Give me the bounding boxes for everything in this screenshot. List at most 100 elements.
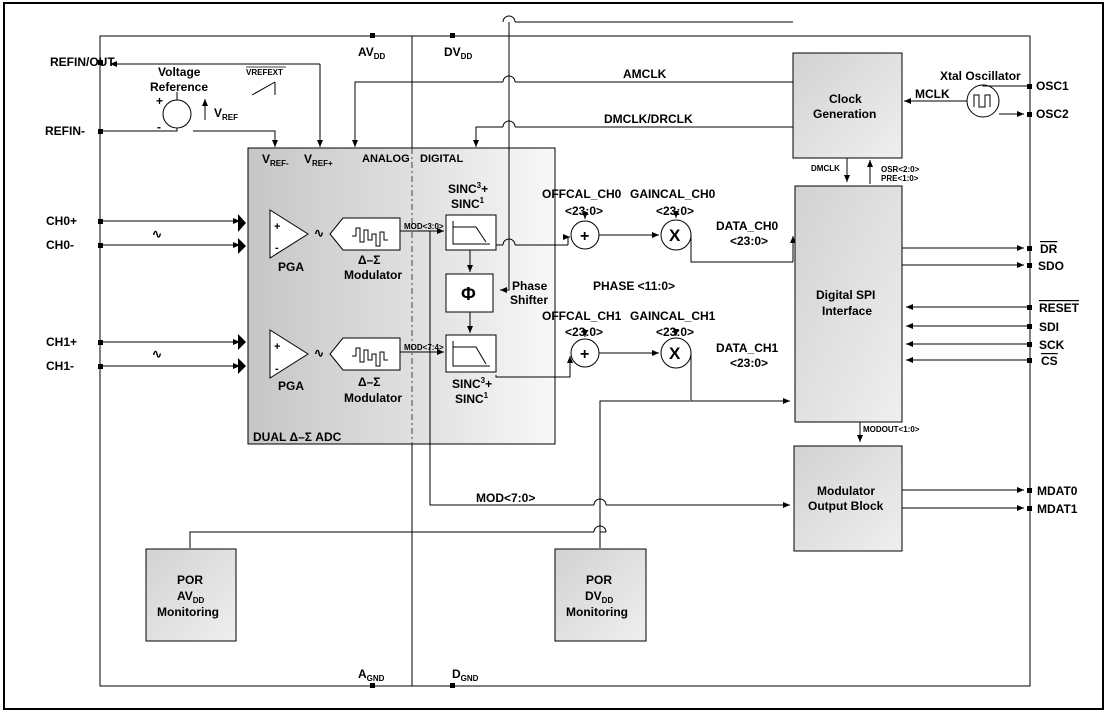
ch0-input-arrow-b — [238, 238, 246, 254]
ch0-pga[interactable] — [269, 209, 309, 259]
ch0-sinc-out-hop — [502, 238, 516, 246]
dvdd-label: DVDD — [444, 45, 472, 61]
ch1-data-wire — [690, 353, 790, 404]
vref-source-plus: + — [156, 94, 163, 108]
ch0-input-arrow-a — [238, 214, 246, 232]
pin-refin-out: REFIN/OUT — [50, 55, 115, 69]
pin-refin-minus-dot — [98, 129, 103, 134]
ch0-pga-label: PGA — [278, 260, 304, 274]
por-avdd-block[interactable] — [145, 548, 237, 642]
ch1-pga-sine: ∿ — [314, 346, 324, 360]
pin-sdo-dot — [1027, 263, 1032, 268]
ref-wire-vrefminus — [193, 130, 278, 147]
clock-gen-label-1: Clock — [829, 92, 862, 106]
offcal-ch1-label: OFFCAL_CH1 — [542, 309, 622, 323]
ch0-gain-multiplier-symbol: X — [669, 226, 681, 245]
vref-source-circle — [162, 99, 192, 129]
modout-label: MODOUT<1:0> — [863, 425, 920, 434]
modulator-output-block[interactable] — [793, 445, 903, 552]
data-ch1-label: DATA_CH1 — [716, 341, 779, 355]
sinc1-label-2: SINC1 — [455, 391, 489, 406]
clock-generation-block[interactable] — [792, 52, 903, 159]
sinc0-lowpass-icon — [452, 221, 490, 245]
osr-label: OSR<2:0> — [881, 165, 920, 174]
pin-ch1-plus: CH1+ — [46, 335, 77, 349]
data-ch0-bus: <23:0> — [730, 234, 768, 248]
ch0-sine: ∿ — [152, 227, 162, 241]
ch1-pga-plus: + — [274, 341, 280, 353]
xtal-osc-circle — [966, 84, 1000, 118]
dmclk-drclk-label: DMCLK/DRCLK — [604, 112, 693, 126]
mod-bus-wire-a — [429, 231, 594, 506]
por-av-label-2: AVDD — [177, 589, 205, 605]
pin-osc1-dot — [1027, 84, 1032, 89]
avdd-label: AVDD — [358, 45, 386, 61]
vref-minus-label: VREF- — [262, 152, 289, 168]
phase-shifter-label-2: Shifter — [510, 293, 548, 307]
pin-ch0-plus-dot — [98, 219, 103, 224]
por-dv-wire — [599, 400, 690, 548]
ch1-modulator[interactable] — [329, 337, 401, 371]
xtal-clock-waveform-icon — [973, 94, 991, 108]
ch1-input-arrow-a — [238, 334, 246, 350]
data-ch0-label: DATA_CH0 — [716, 219, 779, 233]
pin-refin-out-dot — [98, 60, 103, 65]
osc1-wire — [982, 85, 1028, 87]
ch1-input-arrow-b — [238, 358, 246, 374]
vref-plus-label: VREF+ — [304, 152, 333, 168]
ch0-sinc-out-c — [563, 234, 570, 245]
phase-shifter-symbol: Φ — [461, 284, 476, 304]
sinc1-label-1: SINC3+ — [452, 376, 492, 391]
pin-sdi-dot — [1027, 324, 1032, 329]
dmclk-label: DMCLK — [811, 164, 840, 173]
mclk-label: MCLK — [915, 87, 950, 101]
pin-osc1: OSC1 — [1036, 79, 1069, 93]
ch0-pga-plus: + — [274, 221, 280, 233]
ch1-pga[interactable] — [269, 329, 309, 379]
ch0-pga-sine: ∿ — [314, 226, 324, 240]
ch1-pga-minus: - — [275, 363, 279, 375]
amclk-label: AMCLK — [623, 67, 667, 81]
sinc1-lowpass-icon — [452, 341, 490, 367]
por-dv-label-3: Monitoring — [566, 605, 628, 619]
ch1-sine: ∿ — [152, 347, 162, 361]
clock-gen-label-2: Generation — [813, 107, 876, 121]
mod-bus-label: MOD<7:0> — [476, 491, 535, 505]
vref-title-1: Voltage — [158, 65, 201, 79]
page-frame — [3, 2, 1104, 710]
dgnd-pin — [450, 683, 455, 688]
ch1-offset-adder-symbol: + — [580, 346, 589, 363]
offcal-ch1-bus: <23:0> — [565, 325, 603, 339]
pin-dr-dot — [1027, 246, 1032, 251]
spi-label-1: Digital SPI — [816, 288, 875, 302]
por-dvdd-block[interactable] — [554, 548, 647, 642]
spi-interface-block[interactable] — [794, 185, 903, 423]
agnd-pin — [370, 683, 375, 688]
ch1-mod-delta: Δ–Σ — [358, 375, 381, 389]
adc-region — [247, 147, 556, 445]
ch0-mod-label: Modulator — [344, 268, 402, 282]
sinc0-label-1: SINC3+ — [448, 181, 488, 196]
adc-label: DUAL Δ–Σ ADC — [253, 430, 342, 444]
pin-osc2-dot — [1027, 112, 1032, 117]
por-av-hop — [593, 525, 607, 533]
ch0-modulator[interactable] — [329, 217, 401, 251]
amclk-wire-b — [352, 81, 503, 147]
ch0-data-wire — [690, 235, 793, 263]
pin-cs: CS — [1041, 354, 1058, 368]
pin-cs-dot — [1027, 358, 1032, 363]
data-ch1-bus: <23:0> — [730, 356, 768, 370]
dvdd-pin — [450, 33, 455, 38]
xtal-osc-label: Xtal Oscillator — [940, 69, 1021, 83]
pin-sdi: SDI — [1039, 320, 1059, 334]
avdd-pin — [370, 33, 375, 38]
digital-label: DIGITAL — [420, 153, 463, 165]
pin-mdat1-dot — [1027, 506, 1032, 511]
modout-block-label-2: Output Block — [808, 499, 884, 513]
pin-refin-minus: REFIN- — [45, 124, 85, 138]
ch1-gain-multiplier-symbol: X — [669, 344, 681, 363]
agnd-label: AGND — [358, 667, 385, 683]
dgnd-label: DGND — [452, 667, 479, 683]
vref-title-2: Reference — [150, 80, 208, 94]
vrefext-label: VREFEXT — [246, 68, 283, 77]
